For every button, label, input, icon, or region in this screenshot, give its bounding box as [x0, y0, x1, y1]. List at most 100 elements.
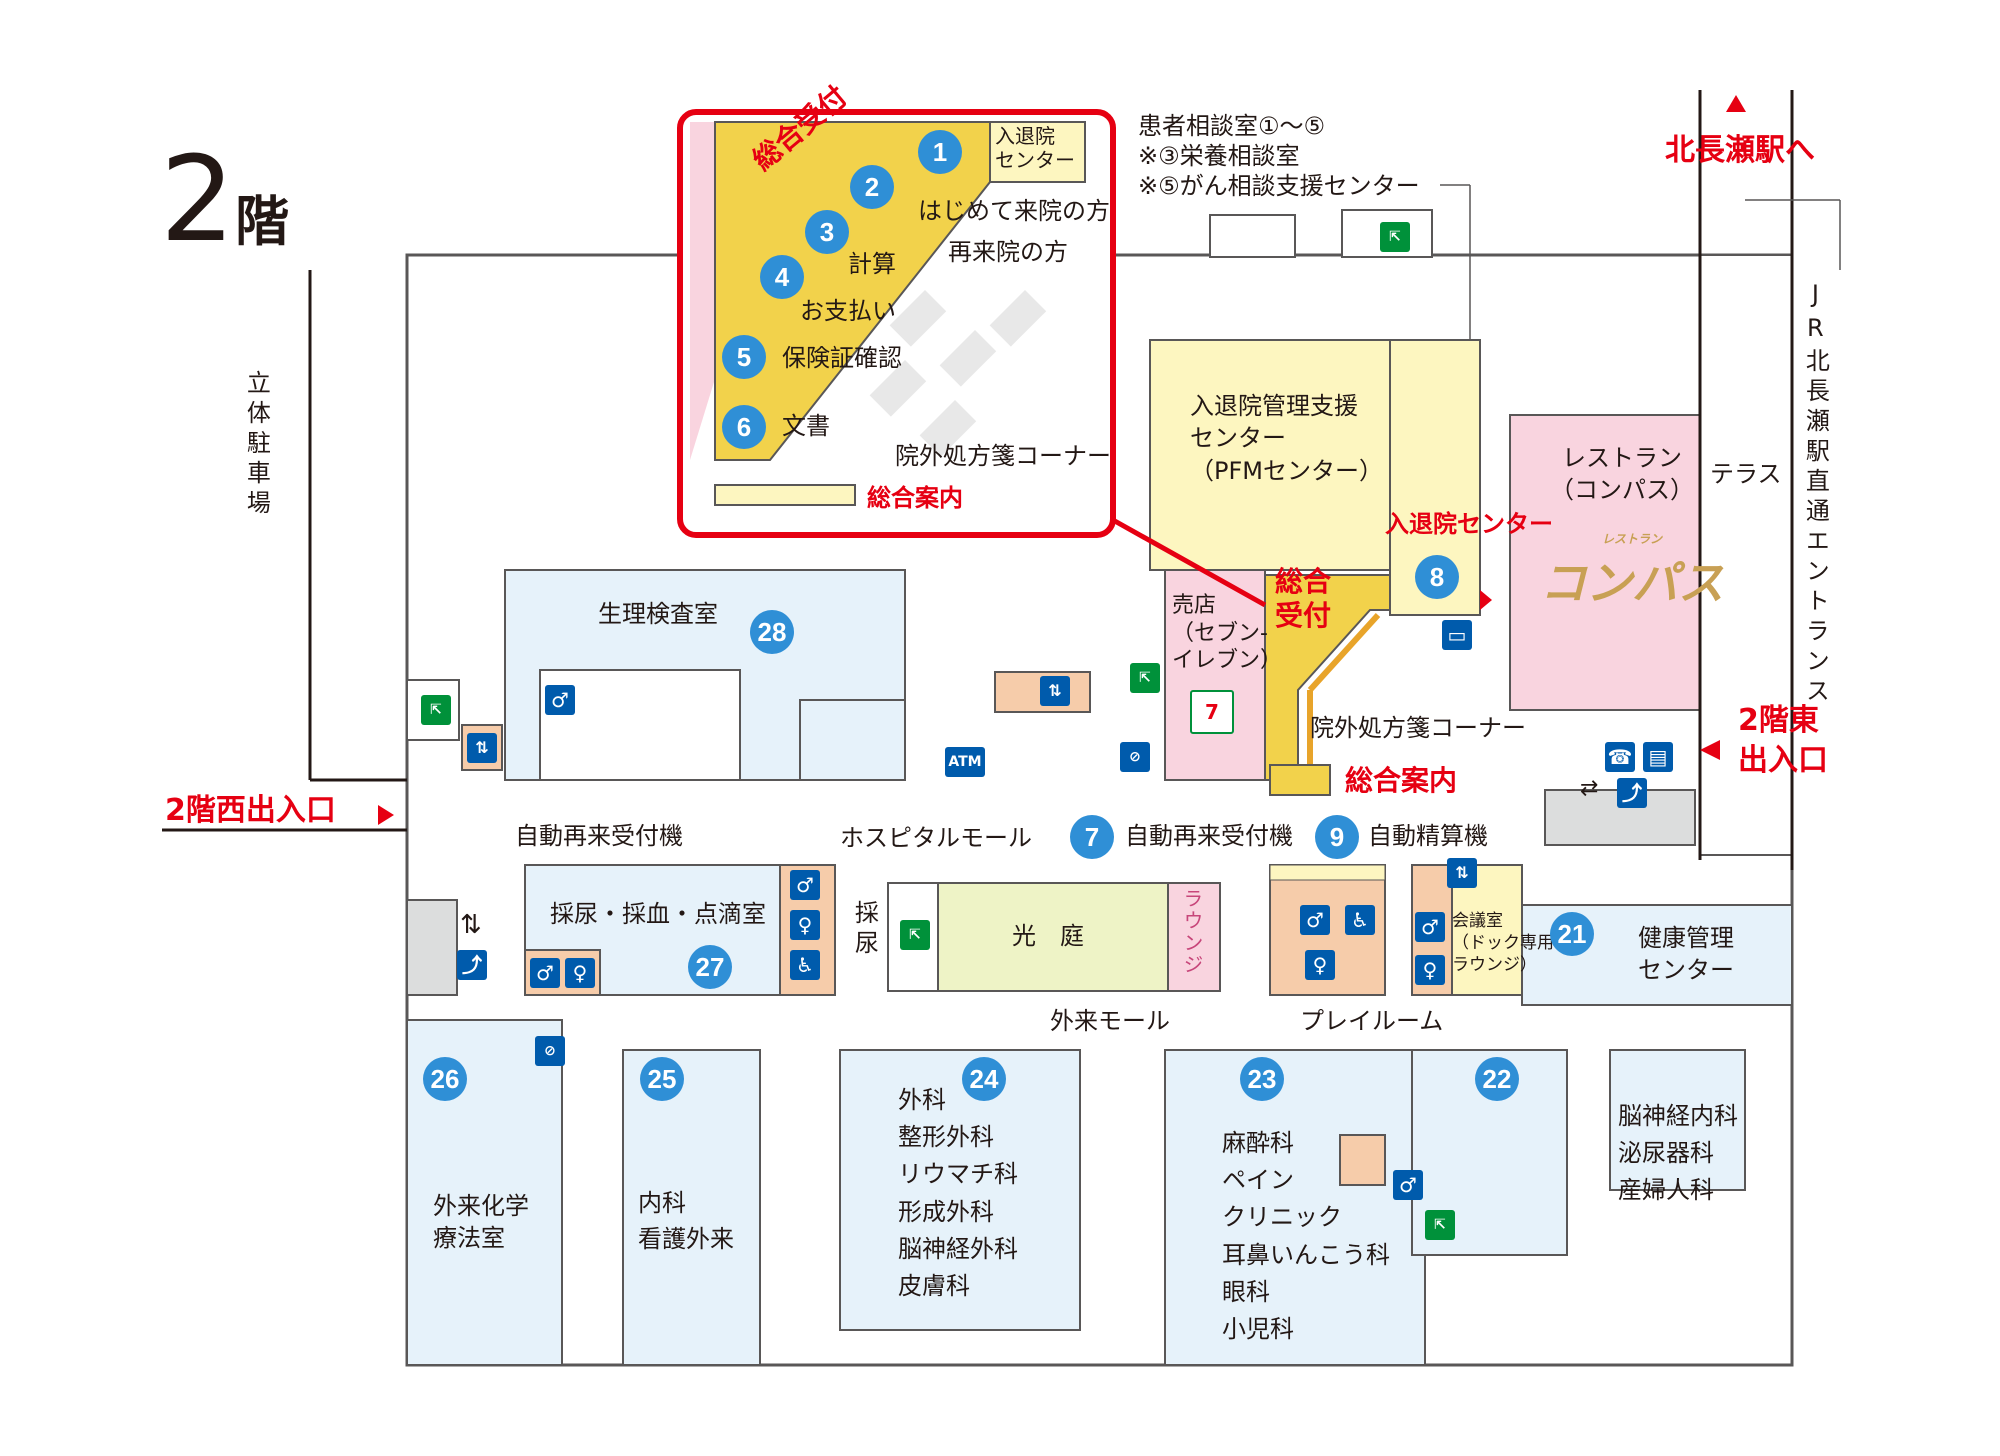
counter-4-badge: 4 — [760, 255, 804, 299]
restaurant — [1509, 414, 1701, 711]
room-23 — [1164, 1049, 1426, 1366]
room-22b — [1609, 1049, 1746, 1191]
restaurant-logo-small: レストラン — [1601, 532, 1662, 546]
counter-1-label: 入退院 センター — [995, 124, 1075, 172]
counter-3-badge: 3 — [805, 210, 849, 254]
counter-5-badge: 5 — [722, 335, 766, 379]
restroom-icon-10: ♂ — [1393, 1170, 1423, 1200]
jr-entrance-label: JR北長瀬駅直通エントランス — [1801, 280, 1830, 708]
emergency-exit-icon-3: ⇱ — [1380, 222, 1410, 252]
prescription-label: 院外処方箋コーナー — [1310, 714, 1526, 742]
inset-info-label: 総合案内 — [867, 484, 963, 512]
wheelchair-icon-2: ♿ — [1345, 905, 1375, 935]
emergency-exit-icon-4: ⇱ — [900, 920, 930, 950]
restroom-icon-8: ♂ — [1415, 912, 1445, 942]
west-entrance-label[interactable]: 2階西出入口 — [165, 793, 336, 828]
info-label: 総合案内 — [1345, 764, 1458, 797]
counter-6-label: 文書 — [782, 412, 830, 440]
terrace-label: テラス — [1710, 460, 1782, 488]
elevator-icon-2: ⇅ — [1040, 676, 1070, 706]
elevator-icon: ⇅ — [467, 733, 497, 763]
badge-26: 26 — [423, 1057, 467, 1101]
restroom-icon-7: ♀ — [1305, 950, 1335, 980]
badge-9: 9 — [1315, 815, 1359, 859]
locker-icon: ▤ — [1643, 742, 1673, 772]
no-smoking-icon: ⊘ — [1120, 742, 1150, 772]
info-counter — [1269, 764, 1331, 796]
restroom-icon-2: ♂ — [790, 870, 820, 900]
floor-unit: 階 — [235, 190, 290, 253]
restroom-icon: ♂ — [545, 685, 575, 715]
restroom-icon-9: ♀ — [1415, 955, 1445, 985]
outpatient-mall-label: 外来モール — [1050, 1007, 1170, 1035]
payment-label: お支払い — [800, 297, 896, 325]
north-entrance-label[interactable]: 北長瀬駅へ — [1665, 133, 1815, 168]
reception-label: 総合 受付 — [1275, 565, 1332, 632]
shop-label: 売店 （セブン- イレブン） — [1172, 593, 1283, 673]
east-escalator-arrows: ⇄ — [1580, 776, 1599, 801]
badge-27: 27 — [688, 945, 732, 989]
room-24-label: 外科 整形外科 リウマチ科 形成外科 脳神経外科 皮膚科 — [898, 1086, 1018, 1300]
restaurant-logo-text: コンパス — [1540, 556, 1724, 610]
room-23-label: 麻酔科 ペイン クリニック 耳鼻いんこう科 眼科 小児科 — [1222, 1129, 1390, 1343]
counter-5-label: 保険証確認 — [782, 344, 902, 372]
room-25 — [622, 1049, 761, 1366]
seven-eleven-logo: 7 — [1190, 690, 1234, 734]
physio-label: 生理検査室 — [598, 600, 718, 628]
escalator-icon-2: ⤴ — [457, 950, 487, 980]
wheelchair-icon: ♿ — [790, 950, 820, 980]
counter-4-label: 計算 — [848, 250, 896, 278]
tv-icon: ▭ — [1442, 620, 1472, 650]
inset-prescription-label: 院外処方箋コーナー — [895, 442, 1111, 470]
consult-cancer: ※⑤がん相談支援センター — [1138, 172, 1420, 200]
badge-8: 8 — [1415, 555, 1459, 599]
consult-room: 患者相談室①〜⑤ — [1138, 112, 1326, 140]
restroom-icon-5: ♀ — [565, 958, 595, 988]
counter-1-badge: 1 — [918, 130, 962, 174]
badge-28: 28 — [750, 610, 794, 654]
lab-label: 採尿・採血・点滴室 — [550, 900, 766, 928]
parking-label: 立体駐車場 — [242, 370, 271, 520]
counter-3-label: 再来院の方 — [948, 238, 1068, 266]
badge-23: 23 — [1240, 1057, 1284, 1101]
badge-7: 7 — [1070, 815, 1114, 859]
restroom-icon-3: ♀ — [790, 910, 820, 940]
east-entrance-label-1[interactable]: 2階東 — [1738, 703, 1819, 738]
room-25-label: 内科 看護外来 — [638, 1189, 734, 1253]
restroom-icon-6: ♂ — [1300, 905, 1330, 935]
room-22-label: 脳神経内科 泌尿器科 産婦人科 — [1618, 1102, 1738, 1205]
courtyard — [937, 882, 1169, 992]
courtyard-label: 光 庭 — [1012, 922, 1084, 950]
badge-25: 25 — [640, 1057, 684, 1101]
phone-icon: ☎ — [1605, 742, 1635, 772]
auto-reentry-left-label: 自動再来受付機 — [515, 822, 683, 850]
badge-22: 22 — [1475, 1057, 1519, 1101]
urine-label: 採尿 — [850, 900, 879, 960]
floor-number: 2 — [160, 130, 236, 268]
counter-2-label: はじめて来院の方 — [918, 197, 1110, 225]
no-smoking-icon-2: ⊘ — [535, 1036, 565, 1066]
top-bump — [1209, 214, 1296, 258]
emergency-exit-icon: ⇱ — [421, 695, 451, 725]
counter-6-badge: 6 — [722, 405, 766, 449]
elevator-icon-3: ⇅ — [1447, 858, 1477, 888]
admission-center-label: 入退院センター — [1385, 510, 1553, 538]
inset-reception — [714, 121, 991, 461]
restaurant-label: レストラン （コンパス） — [1550, 444, 1694, 505]
badge-24: 24 — [962, 1057, 1006, 1101]
badge-21: 21 — [1550, 912, 1594, 956]
health-label: 健康管理 センター — [1638, 924, 1734, 985]
floor-indicator: 2階 — [160, 140, 289, 258]
consult-nutrition: ※③栄養相談室 — [1138, 142, 1300, 170]
lounge — [1167, 882, 1221, 992]
emergency-exit-icon-5: ⇱ — [1425, 1210, 1455, 1240]
east-entrance-label-2[interactable]: 出入口 — [1738, 743, 1828, 778]
emergency-exit-icon-2: ⇱ — [1130, 663, 1160, 693]
restaurant-logo: レストランコンパス — [1540, 530, 1724, 613]
pfm-label: 入退院管理支援 センター （PFMセンター） — [1190, 392, 1383, 485]
auto-reentry-label: 自動再来受付機 — [1125, 822, 1293, 850]
escalator-arrows: ⇅ — [460, 910, 482, 940]
atm-icon: ATM — [945, 747, 985, 777]
auto-pay-label: 自動精算機 — [1368, 822, 1488, 850]
